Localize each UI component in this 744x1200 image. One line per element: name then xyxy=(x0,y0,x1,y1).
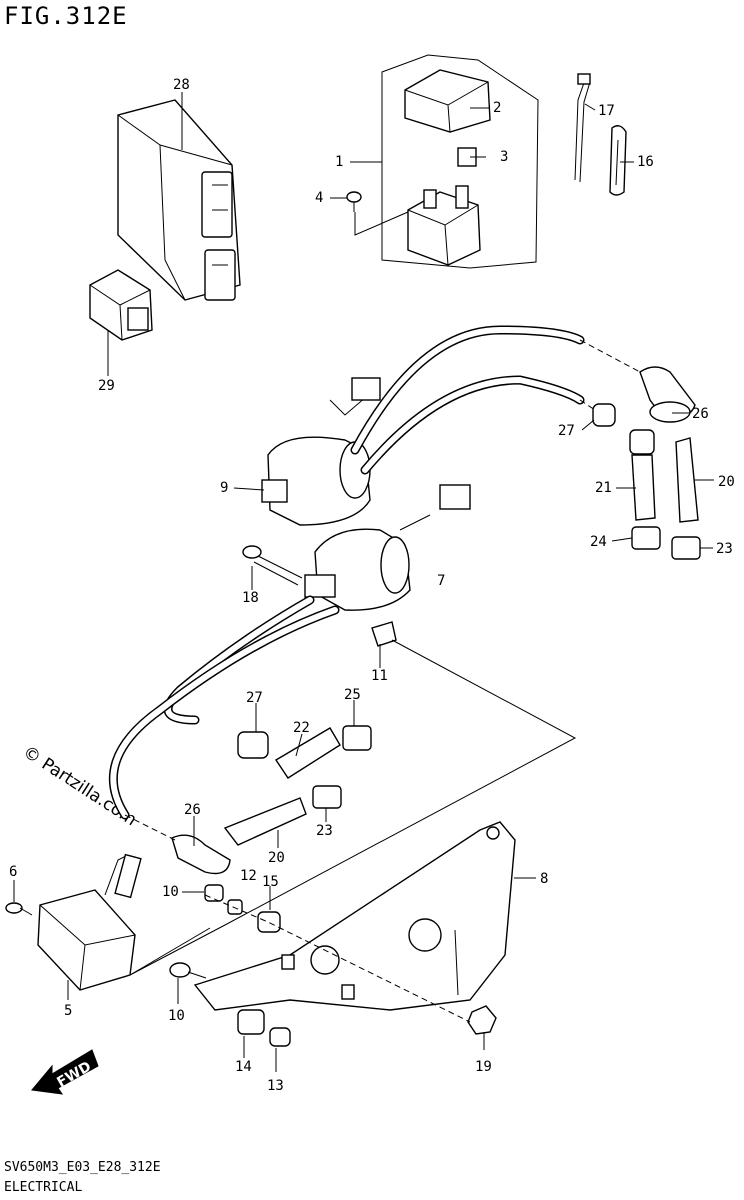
callout: 27 xyxy=(246,690,263,706)
callout: 7 xyxy=(437,573,445,589)
callout: 19 xyxy=(475,1059,492,1075)
callout: 6 xyxy=(9,864,17,880)
callout: 25 xyxy=(344,687,361,703)
page-title: FIG.312E xyxy=(4,2,128,30)
callout: 9 xyxy=(220,480,228,496)
damper-hardware xyxy=(169,884,497,1047)
fwd-arrow-icon: FWD xyxy=(31,1049,99,1095)
callout: 11 xyxy=(371,668,388,684)
starter-relay-group xyxy=(354,54,539,269)
callout: 26 xyxy=(184,802,201,818)
callout: 13 xyxy=(267,1078,284,1094)
ecm-unit xyxy=(117,99,241,301)
callout: 23 xyxy=(716,541,733,557)
callout: 10 xyxy=(168,1008,185,1024)
bolt-4 xyxy=(346,191,362,212)
ignition-coil-front xyxy=(261,377,381,526)
relay xyxy=(89,269,153,341)
callout: 20 xyxy=(268,850,285,866)
callout: 12 xyxy=(240,868,257,884)
callout: 24 xyxy=(590,534,607,550)
callout: 20 xyxy=(718,474,735,490)
diagram-code: SV650M3_E03_E28_312E xyxy=(4,1160,161,1175)
plug-caps-lower xyxy=(171,725,372,875)
plug-caps-upper xyxy=(592,366,701,560)
callout: 8 xyxy=(540,871,548,887)
callout: 15 xyxy=(262,874,279,890)
callout: 29 xyxy=(98,378,115,394)
callout: 27 xyxy=(558,423,575,439)
collar-11 xyxy=(371,621,397,647)
callout: 22 xyxy=(293,720,310,736)
callout: 3 xyxy=(500,149,508,165)
diagram-name: ELECTRICAL xyxy=(4,1180,83,1195)
mounting-bracket xyxy=(193,821,516,1011)
callout: 4 xyxy=(315,190,323,206)
callout: 2 xyxy=(493,100,501,116)
bolt-18 xyxy=(242,545,303,586)
ignition-coil-rear xyxy=(304,484,471,611)
callout: 28 xyxy=(173,77,190,93)
callout: 18 xyxy=(242,590,259,606)
callout-labels: 28 2 1 3 4 17 16 29 26 27 21 20 9 24 23 … xyxy=(9,77,735,1094)
callout: 14 xyxy=(235,1059,252,1075)
assembly-lines xyxy=(124,339,641,1023)
clamp xyxy=(609,125,627,196)
regulator xyxy=(37,853,142,991)
callout: 26 xyxy=(692,406,709,422)
callout: 16 xyxy=(637,154,654,170)
leader-lines xyxy=(13,92,714,1072)
callout: 17 xyxy=(598,103,615,119)
cable-tie xyxy=(574,73,591,183)
callout: 5 xyxy=(64,1003,72,1019)
bolt-6 xyxy=(5,902,33,916)
callout: 23 xyxy=(316,823,333,839)
callout: 21 xyxy=(595,480,612,496)
callout: 1 xyxy=(335,154,343,170)
callout: 10 xyxy=(162,884,179,900)
ht-cables xyxy=(108,325,585,820)
